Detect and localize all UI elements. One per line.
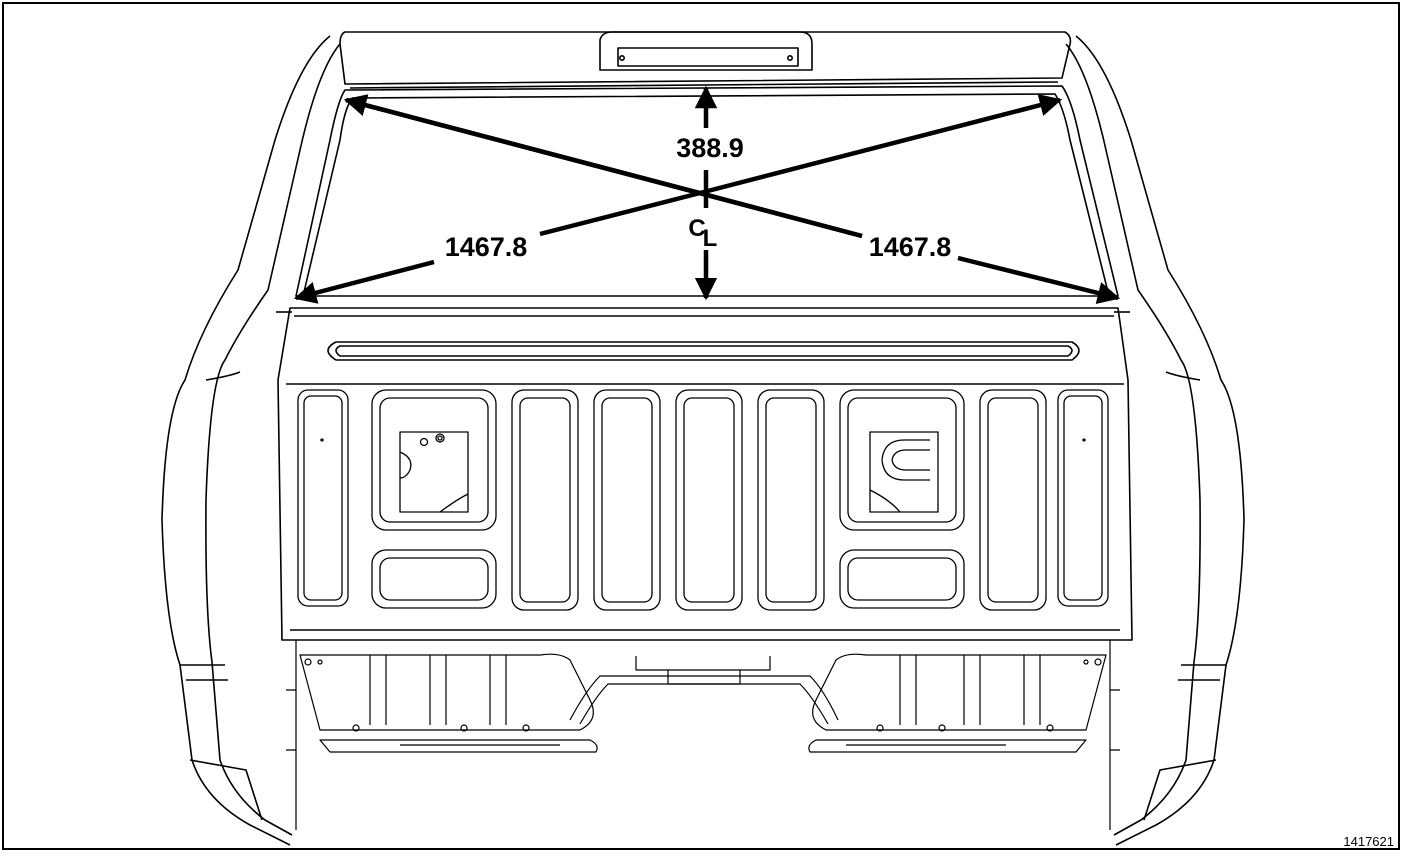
- diagonal-left-lower-segment: [957, 255, 1121, 305]
- height-dimension-label: 388.9: [676, 133, 744, 163]
- diagonal-right-upper-segment: [539, 94, 1063, 237]
- roof-header: [339, 31, 1072, 89]
- figure-number: 1417621: [1343, 834, 1394, 849]
- diagonal-right-dimension-label: 1467.8: [869, 232, 952, 262]
- cab-body-outline: [161, 35, 1245, 846]
- back-panel: [276, 307, 1133, 641]
- centerline-symbol: C L: [688, 215, 717, 252]
- high-mount-lamp: [599, 31, 813, 71]
- diagonal-left-dimension-label: 1467.8: [445, 232, 528, 262]
- right-access-opening: [869, 431, 939, 513]
- panel-ribs: [297, 389, 1109, 611]
- centerline-symbol-l: L: [703, 225, 718, 252]
- centerline-symbol-c: C: [688, 215, 705, 242]
- dimension-lines: [293, 85, 1121, 305]
- lower-floor-structure: [286, 640, 1120, 830]
- left-access-opening: [399, 431, 469, 513]
- diagonal-right-lower-segment: [293, 259, 435, 304]
